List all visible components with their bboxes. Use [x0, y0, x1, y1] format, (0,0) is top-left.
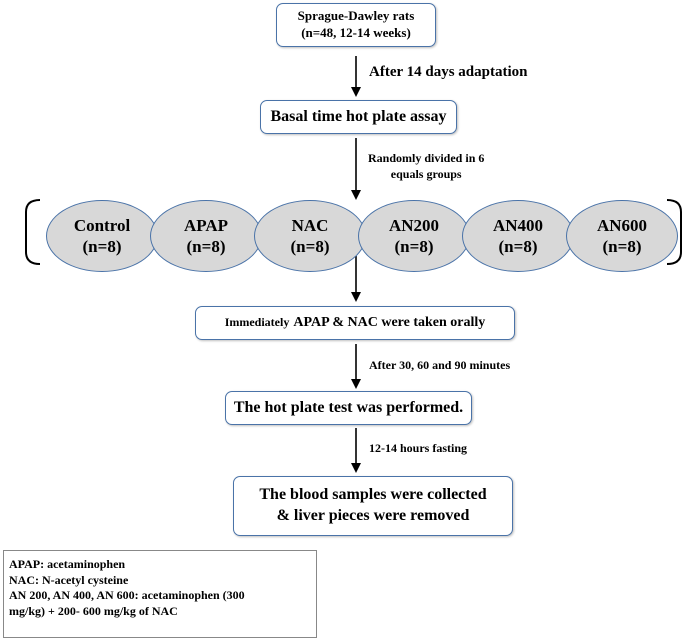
abbreviation-legend: APAP: acetaminophen NAC: N-acetyl cystei… — [3, 550, 317, 638]
oral-box: Immediately APAP & NAC were taken orally — [195, 306, 515, 340]
group-count: (n=8) — [186, 237, 226, 256]
basal-box-text: Basal time hot plate assay — [270, 107, 447, 125]
group-count: (n=8) — [498, 237, 538, 256]
group-name: Control — [73, 215, 131, 235]
group-name: NAC — [291, 215, 329, 235]
basal-box: Basal time hot plate assay — [260, 100, 457, 134]
left-bracket — [25, 199, 41, 265]
hotplate-box-text: The hot plate test was performed. — [233, 398, 464, 416]
step-adaptation-label: After 14 days adaptation — [369, 64, 528, 80]
group-name: AN400 — [492, 215, 544, 235]
group-an200: AN200 (n=8) — [358, 200, 470, 272]
start-box-line1: Sprague-Dawley rats — [297, 8, 415, 24]
group-nac: NAC (n=8) — [254, 200, 366, 272]
legend-line: AN 200, AN 400, AN 600: acetaminophen (3… — [9, 588, 245, 603]
final-box-line2: & liver pieces were removed — [276, 507, 470, 524]
start-box-line2: (n=48, 12-14 weeks) — [301, 25, 411, 40]
group-count: (n=8) — [602, 237, 642, 256]
oral-box-rest: APAP & NAC were taken orally — [293, 314, 486, 330]
time-label: After 30, 60 and 90 minutes — [369, 358, 511, 372]
group-name: AN200 — [388, 215, 440, 235]
group-name: APAP — [183, 215, 229, 235]
right-bracket — [666, 199, 682, 265]
divide-label-line2: equals groups — [390, 167, 462, 182]
group-control: Control (n=8) — [46, 200, 158, 272]
legend-line: APAP: acetaminophen — [9, 557, 126, 571]
final-box: The blood samples were collected & liver… — [233, 476, 513, 536]
group-an400: AN400 (n=8) — [462, 200, 574, 272]
group-apap: APAP (n=8) — [150, 200, 262, 272]
divide-label-line1: Randomly divided in 6 — [368, 151, 485, 165]
group-count: (n=8) — [394, 237, 434, 256]
start-box: Sprague-Dawley rats (n=48, 12-14 weeks) — [276, 3, 436, 47]
hotplate-box: The hot plate test was performed. — [225, 391, 472, 425]
group-an600: AN600 (n=8) — [566, 200, 678, 272]
divide-label: Randomly divided in 6 equals groups — [368, 150, 484, 182]
legend-line: NAC: N-acetyl cysteine — [9, 572, 129, 587]
legend-line: mg/kg) + 200- 600 mg/kg of NAC — [9, 603, 178, 618]
final-box-line1: The blood samples were collected — [259, 486, 487, 504]
group-name: AN600 — [596, 215, 648, 235]
group-count: (n=8) — [82, 237, 122, 256]
oral-box-prefix: Immediately — [224, 315, 290, 330]
fasting-label: 12-14 hours fasting — [369, 441, 468, 455]
group-count: (n=8) — [290, 237, 330, 256]
